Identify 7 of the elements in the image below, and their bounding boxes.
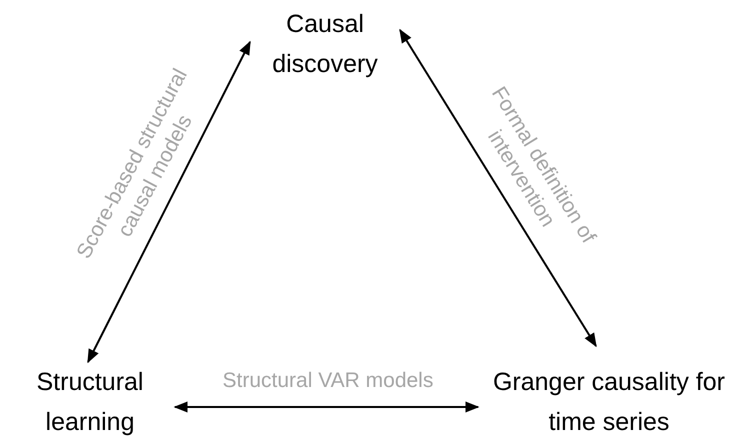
double-arrow (174, 401, 480, 413)
node-label: Granger causality for time series (492, 367, 726, 438)
node-label: Structural learning (36, 367, 144, 438)
node-label: Causal discovery (271, 9, 379, 80)
double-arrow (87, 40, 251, 364)
edge-label: Structural VAR models (222, 368, 434, 394)
double-arrow (399, 28, 597, 348)
